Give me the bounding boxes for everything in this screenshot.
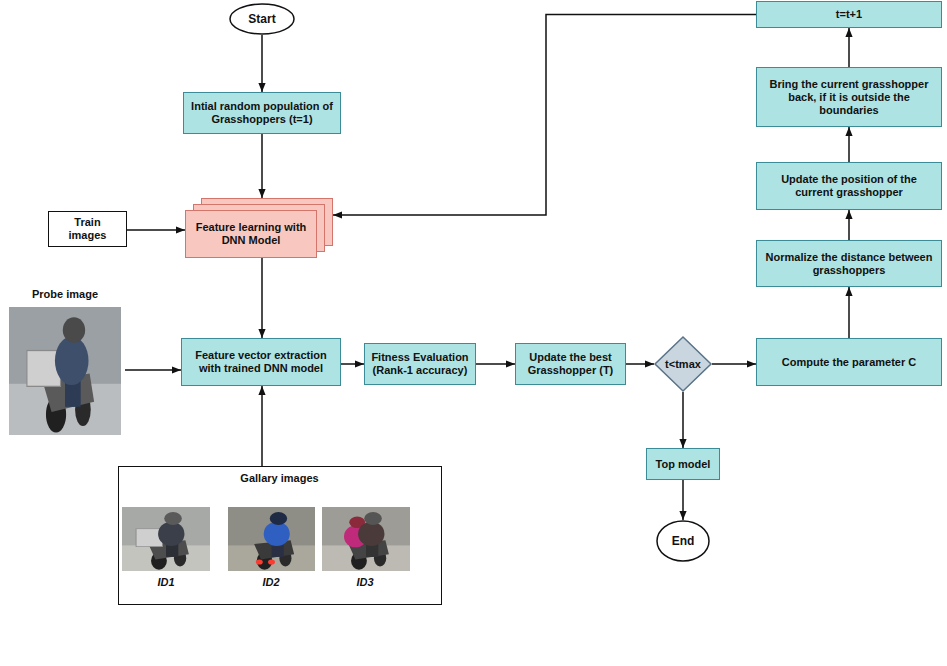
node-label: t=t+1 — [836, 8, 862, 21]
rider-photo — [322, 507, 410, 571]
flow-arrow — [261, 386, 263, 466]
gallery-label: Gallary images — [119, 472, 440, 485]
process-box: Update the best Grasshopper (T) — [515, 343, 626, 385]
flow-arrow — [125, 369, 181, 371]
process-box: Feature vector extraction with trained D… — [181, 338, 341, 386]
rider-photo — [228, 507, 315, 571]
node-label: Update the position of the current grass… — [763, 173, 935, 199]
node-label: Feature learning with DNN Model — [192, 221, 310, 247]
node-label: t<tmax — [665, 358, 701, 371]
flow-arrow — [261, 258, 263, 338]
flow-arrow — [626, 363, 654, 365]
stack-front: Feature learning with DNN Model — [185, 210, 317, 258]
process-box: Compute the parameter C — [756, 338, 942, 386]
flow-arrow — [261, 134, 263, 198]
flow-arrow — [476, 363, 515, 365]
flow-arrow — [341, 363, 364, 365]
flow-arrow — [261, 35, 263, 92]
node-label: Feature vector extraction with trained D… — [188, 349, 334, 375]
flow-arrow — [848, 28, 850, 67]
node-label: Train images — [55, 216, 120, 242]
process-box: t=t+1 — [756, 1, 942, 28]
gallery-label: ID3 — [335, 576, 395, 589]
node-label: Update the best Grasshopper (T) — [522, 351, 619, 377]
process-box: Intial random population of Grasshoppers… — [183, 92, 341, 134]
flow-arrow — [712, 363, 756, 365]
start-terminal: Start — [229, 3, 295, 35]
node-label: Bring the current grasshopper back, if i… — [763, 78, 935, 117]
gallery-label: ID1 — [136, 576, 196, 589]
node-label: Start — [248, 12, 275, 26]
flow-arrow — [848, 127, 850, 162]
flow-arrow — [127, 229, 185, 231]
node-label: End — [672, 534, 695, 548]
process-box: Top model — [646, 448, 720, 480]
node-label: Intial random population of Grasshoppers… — [190, 100, 334, 126]
probe-photo — [5, 286, 125, 438]
decision-diamond: t<tmax — [654, 336, 712, 392]
process-box: Fitness Evaluation (Rank-1 accuracy) — [364, 343, 476, 385]
probe-image: Probe image — [5, 286, 125, 438]
input-box: Train images — [48, 211, 127, 247]
gallery-label: ID2 — [241, 576, 301, 589]
process-box: Update the position of the current grass… — [756, 162, 942, 210]
flow-arrow — [682, 480, 684, 520]
rider-photo — [122, 507, 210, 571]
flow-arrow — [848, 210, 850, 240]
flow-arrow — [848, 287, 850, 338]
image-caption: Probe image — [5, 288, 125, 301]
rider-photo — [9, 307, 121, 435]
node-label: Normalize the distance between grasshopp… — [763, 251, 935, 277]
gallery-panel: Gallary imagesID1 ID2 ID3 — [118, 466, 442, 605]
process-box: Normalize the distance between grasshopp… — [756, 240, 942, 287]
stacked-process-box: Feature learning with DNN Model — [185, 198, 333, 258]
node-label: Compute the parameter C — [782, 356, 916, 369]
node-label: Top model — [656, 458, 711, 471]
flow-arrow — [333, 15, 756, 216]
flow-arrow — [682, 392, 684, 448]
end-terminal: End — [656, 520, 710, 562]
process-box: Bring the current grasshopper back, if i… — [756, 67, 942, 127]
node-label: Fitness Evaluation (Rank-1 accuracy) — [371, 351, 469, 377]
